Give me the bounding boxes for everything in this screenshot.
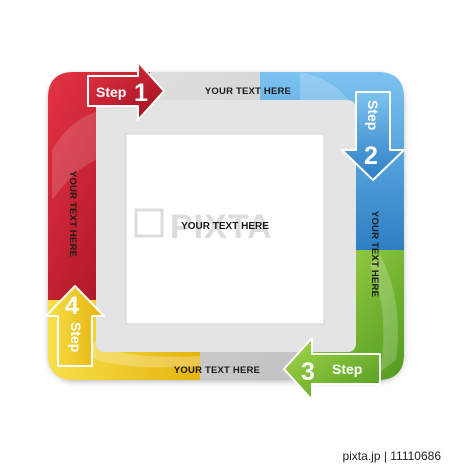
step-4-arrow: 4 Step — [45, 285, 105, 367]
red-band — [48, 72, 150, 300]
step-2-word: Step — [365, 100, 381, 130]
stock-footer: pixta.jp | 11110686 — [339, 448, 444, 464]
step-4-number: 4 — [65, 292, 79, 320]
step-1-arrow: Step 1 — [87, 61, 165, 121]
step-3-number: 3 — [301, 358, 315, 386]
center-label: YOUR TEXT HERE — [181, 221, 269, 232]
step-2-arrow: Step 2 — [341, 91, 405, 181]
yellow-band-highlight — [80, 340, 200, 368]
watermark: PIXTA — [134, 208, 273, 246]
right-label: YOUR TEXT HERE — [369, 211, 380, 297]
step-3-arrow: 3 Step — [283, 337, 381, 401]
left-label: YOUR TEXT HERE — [67, 171, 78, 257]
watermark-text: PIXTA — [170, 208, 273, 246]
green-band-highlight — [370, 255, 398, 372]
step-4-word: Step — [68, 322, 84, 352]
inner-panel — [125, 133, 325, 325]
step-1-number: 1 — [134, 79, 148, 107]
step-1-word: Step — [96, 84, 126, 100]
red-band-highlight — [52, 112, 96, 200]
step-2-number: 2 — [364, 142, 378, 170]
bottom-label: YOUR TEXT HERE — [174, 365, 260, 376]
step-3-word: Step — [332, 361, 362, 377]
top-label: YOUR TEXT HERE — [205, 86, 291, 97]
green-band — [300, 250, 404, 380]
